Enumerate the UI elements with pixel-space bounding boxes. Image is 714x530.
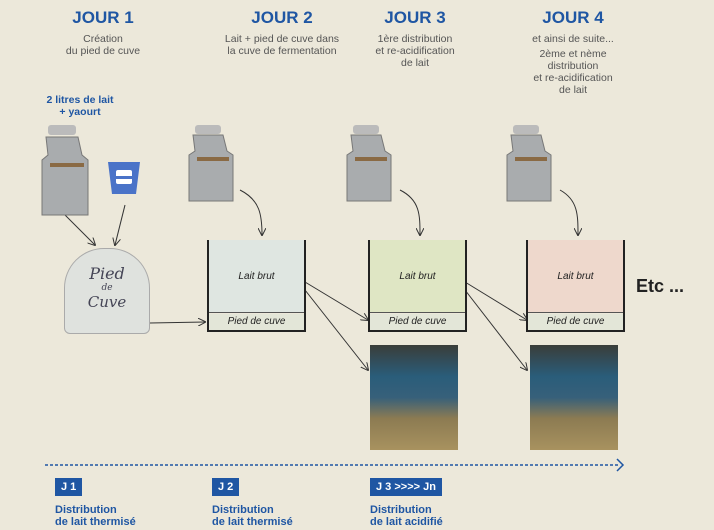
- fermentation-tank: Lait brut Pied de cuve: [207, 240, 306, 332]
- day-1-title: JOUR 1: [72, 8, 134, 27]
- text: de lait: [558, 84, 588, 96]
- yaourt-cup-icon: [108, 162, 140, 194]
- arrow: [239, 189, 262, 235]
- timeline-arrowhead: [616, 458, 625, 472]
- text: distribution: [547, 60, 599, 72]
- text: du pied de cuve: [65, 45, 141, 57]
- text: 1ère distribution: [377, 33, 453, 45]
- arrow: [559, 189, 578, 235]
- text: + yaourt: [59, 106, 101, 118]
- fermentation-tank: Lait brut Pied de cuve: [368, 240, 467, 332]
- pied-de-cuve-layer: Pied de cuve: [370, 314, 465, 330]
- ingredients-label: 2 litres de lait+ yaourt: [30, 94, 130, 118]
- text: Distribution: [370, 504, 432, 516]
- goats-feeding-photo: [530, 345, 618, 450]
- lait-brut-layer: Lait brut: [209, 240, 304, 313]
- text: Cuve: [87, 293, 127, 311]
- text: de lait acidifié: [370, 516, 443, 528]
- arrow: [149, 322, 205, 323]
- fermentation-tank: Lait brut Pied de cuve: [526, 240, 625, 332]
- text: la cuve de fermentation: [227, 45, 337, 57]
- text: de lait thermisé: [55, 516, 136, 528]
- milk-can-icon: [188, 125, 234, 202]
- arrow: [304, 289, 368, 370]
- day-badge: J 2: [212, 478, 240, 496]
- pied-de-cuve-layer: Pied de cuve: [209, 314, 304, 330]
- arrow: [399, 189, 420, 235]
- arrow: [464, 289, 527, 370]
- day-badge: J 1: [55, 478, 83, 496]
- text: de lait: [400, 57, 430, 69]
- day-4-title: JOUR 4: [542, 8, 604, 27]
- text: et re-acidification: [375, 45, 455, 57]
- day-3-title: JOUR 3: [384, 8, 446, 27]
- day-badge: J 3 >>>> Jn: [370, 478, 442, 496]
- arrow: [64, 214, 95, 245]
- arrow: [304, 281, 368, 320]
- milk-can-icon: [41, 125, 89, 216]
- text: Distribution: [212, 504, 274, 516]
- text: et re-acidification: [533, 72, 613, 84]
- arrow: [464, 281, 527, 320]
- goats-feeding-photo: [370, 345, 458, 450]
- text: 2ème et nème: [539, 48, 607, 60]
- milk-can-icon: [346, 125, 392, 202]
- text: de lait thermisé: [212, 516, 293, 528]
- text: Pied: [89, 264, 125, 283]
- lait-brut-layer: Lait brut: [370, 240, 465, 313]
- text: de: [101, 283, 113, 293]
- text: Lait + pied de cuve dans: [224, 33, 340, 45]
- day-2-title: JOUR 2: [251, 8, 313, 27]
- text: Création: [83, 33, 123, 45]
- milk-can-icon: [506, 125, 552, 202]
- arrow: [115, 204, 126, 245]
- pied-de-cuve-layer: Pied de cuve: [528, 314, 623, 330]
- text: Distribution: [55, 504, 117, 516]
- etc-label: Etc ...: [636, 276, 685, 296]
- text: et ainsi de suite...: [532, 33, 614, 45]
- text: 2 litres de lait: [46, 94, 114, 106]
- lait-brut-layer: Lait brut: [528, 240, 623, 313]
